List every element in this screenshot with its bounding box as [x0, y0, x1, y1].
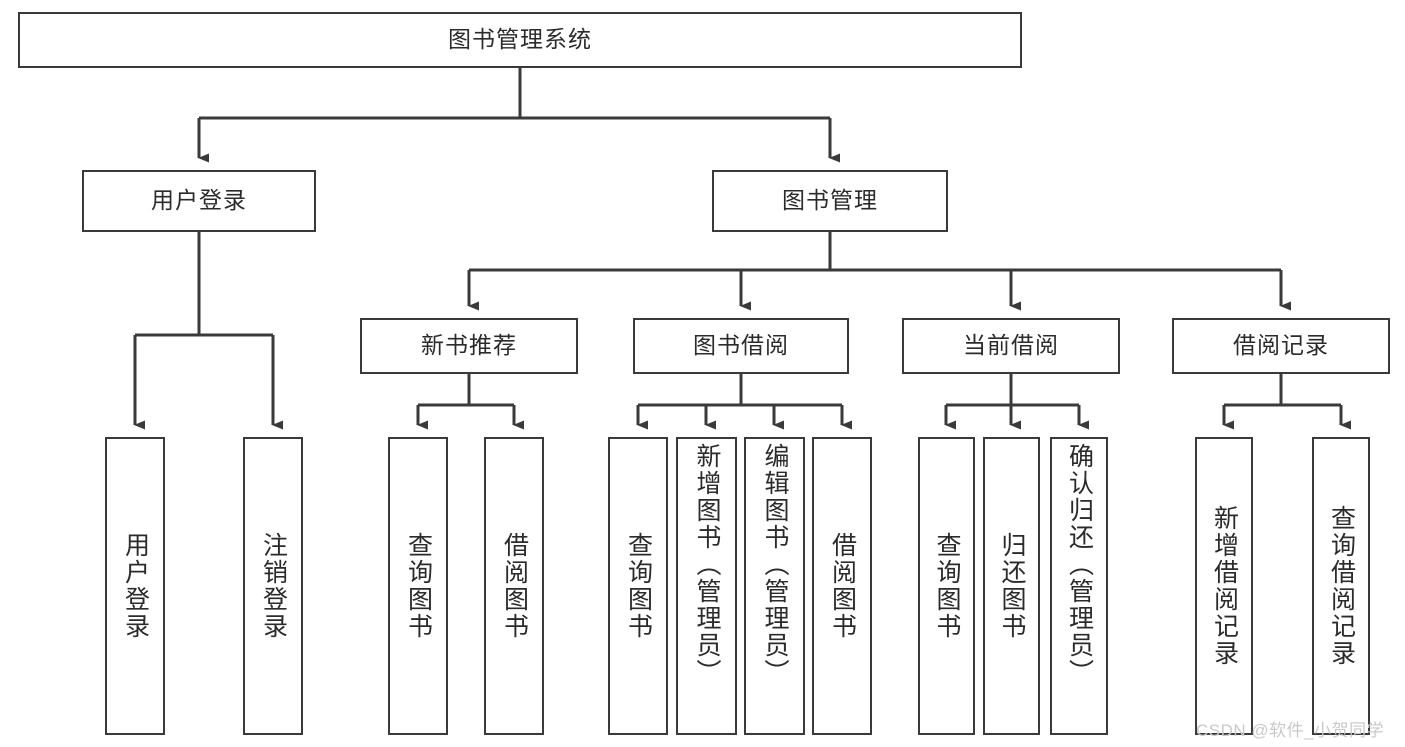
current-borrow-connectors [944, 374, 1089, 430]
leaf-label: 确认归还（管理员） [1065, 443, 1094, 686]
node-book-borrow[interactable]: 图书借阅 [633, 318, 849, 374]
node-user-login[interactable]: 用户登录 [82, 170, 316, 232]
node-label: 借阅记录 [1233, 332, 1329, 359]
csdn-watermark: CSDN @软件_小贺同学 [1196, 721, 1385, 740]
leaf-logout-login[interactable]: 注销登录 [243, 437, 303, 735]
leaf-user-login[interactable]: 用户登录 [105, 437, 165, 735]
node-root-system[interactable]: 图书管理系统 [18, 12, 1022, 68]
leaf-edit-book-admin[interactable]: 编辑图书（管理员） [744, 437, 805, 735]
leaf-label: 编辑图书（管理员） [761, 443, 789, 686]
user-login-connectors [133, 232, 283, 430]
leaf-label: 新增借阅记录 [1210, 505, 1239, 667]
root-connectors [197, 68, 840, 163]
book-borrow-connectors [636, 374, 852, 430]
leaf-borrow-book[interactable]: 借阅图书 [812, 437, 872, 735]
node-new-book-recommend[interactable]: 新书推荐 [360, 318, 578, 374]
node-borrow-record[interactable]: 借阅记录 [1172, 318, 1390, 374]
leaf-label: 查询借阅记录 [1327, 505, 1356, 667]
leaf-label: 归还图书 [998, 532, 1026, 640]
leaf-label: 用户登录 [121, 532, 150, 640]
leaf-add-book-admin[interactable]: 新增图书（管理员） [676, 437, 737, 735]
leaf-query-book-recommend[interactable]: 查询图书 [388, 437, 448, 735]
node-label: 图书管理 [782, 187, 878, 214]
node-label: 当前借阅 [963, 332, 1059, 359]
new-book-recommend-connectors [416, 374, 524, 430]
leaf-label: 查询图书 [624, 532, 653, 640]
leaf-confirm-return-admin[interactable]: 确认归还（管理员） [1050, 437, 1108, 735]
book-management-connectors [467, 232, 1291, 311]
leaf-label: 查询图书 [404, 532, 433, 640]
node-label: 图书管理系统 [448, 26, 592, 53]
leaf-add-borrow-record[interactable]: 新增借阅记录 [1195, 437, 1253, 735]
leaf-label: 借阅图书 [500, 532, 529, 640]
leaf-query-borrow-record[interactable]: 查询借阅记录 [1312, 437, 1370, 735]
leaf-query-book-current[interactable]: 查询图书 [918, 437, 975, 735]
leaf-query-book-borrow[interactable]: 查询图书 [608, 437, 668, 735]
node-label: 图书借阅 [693, 332, 789, 359]
node-label: 新书推荐 [421, 332, 517, 359]
leaf-return-book[interactable]: 归还图书 [983, 437, 1040, 735]
node-current-borrow[interactable]: 当前借阅 [902, 318, 1120, 374]
node-label: 用户登录 [151, 187, 247, 214]
leaf-label: 新增图书（管理员） [693, 443, 721, 686]
leaf-label: 查询图书 [933, 532, 961, 640]
borrow-record-connectors [1222, 374, 1351, 430]
node-book-management[interactable]: 图书管理 [712, 170, 948, 232]
leaf-label: 注销登录 [259, 532, 288, 640]
leaf-label: 借阅图书 [828, 532, 857, 640]
leaf-borrow-book-recommend[interactable]: 借阅图书 [484, 437, 544, 735]
